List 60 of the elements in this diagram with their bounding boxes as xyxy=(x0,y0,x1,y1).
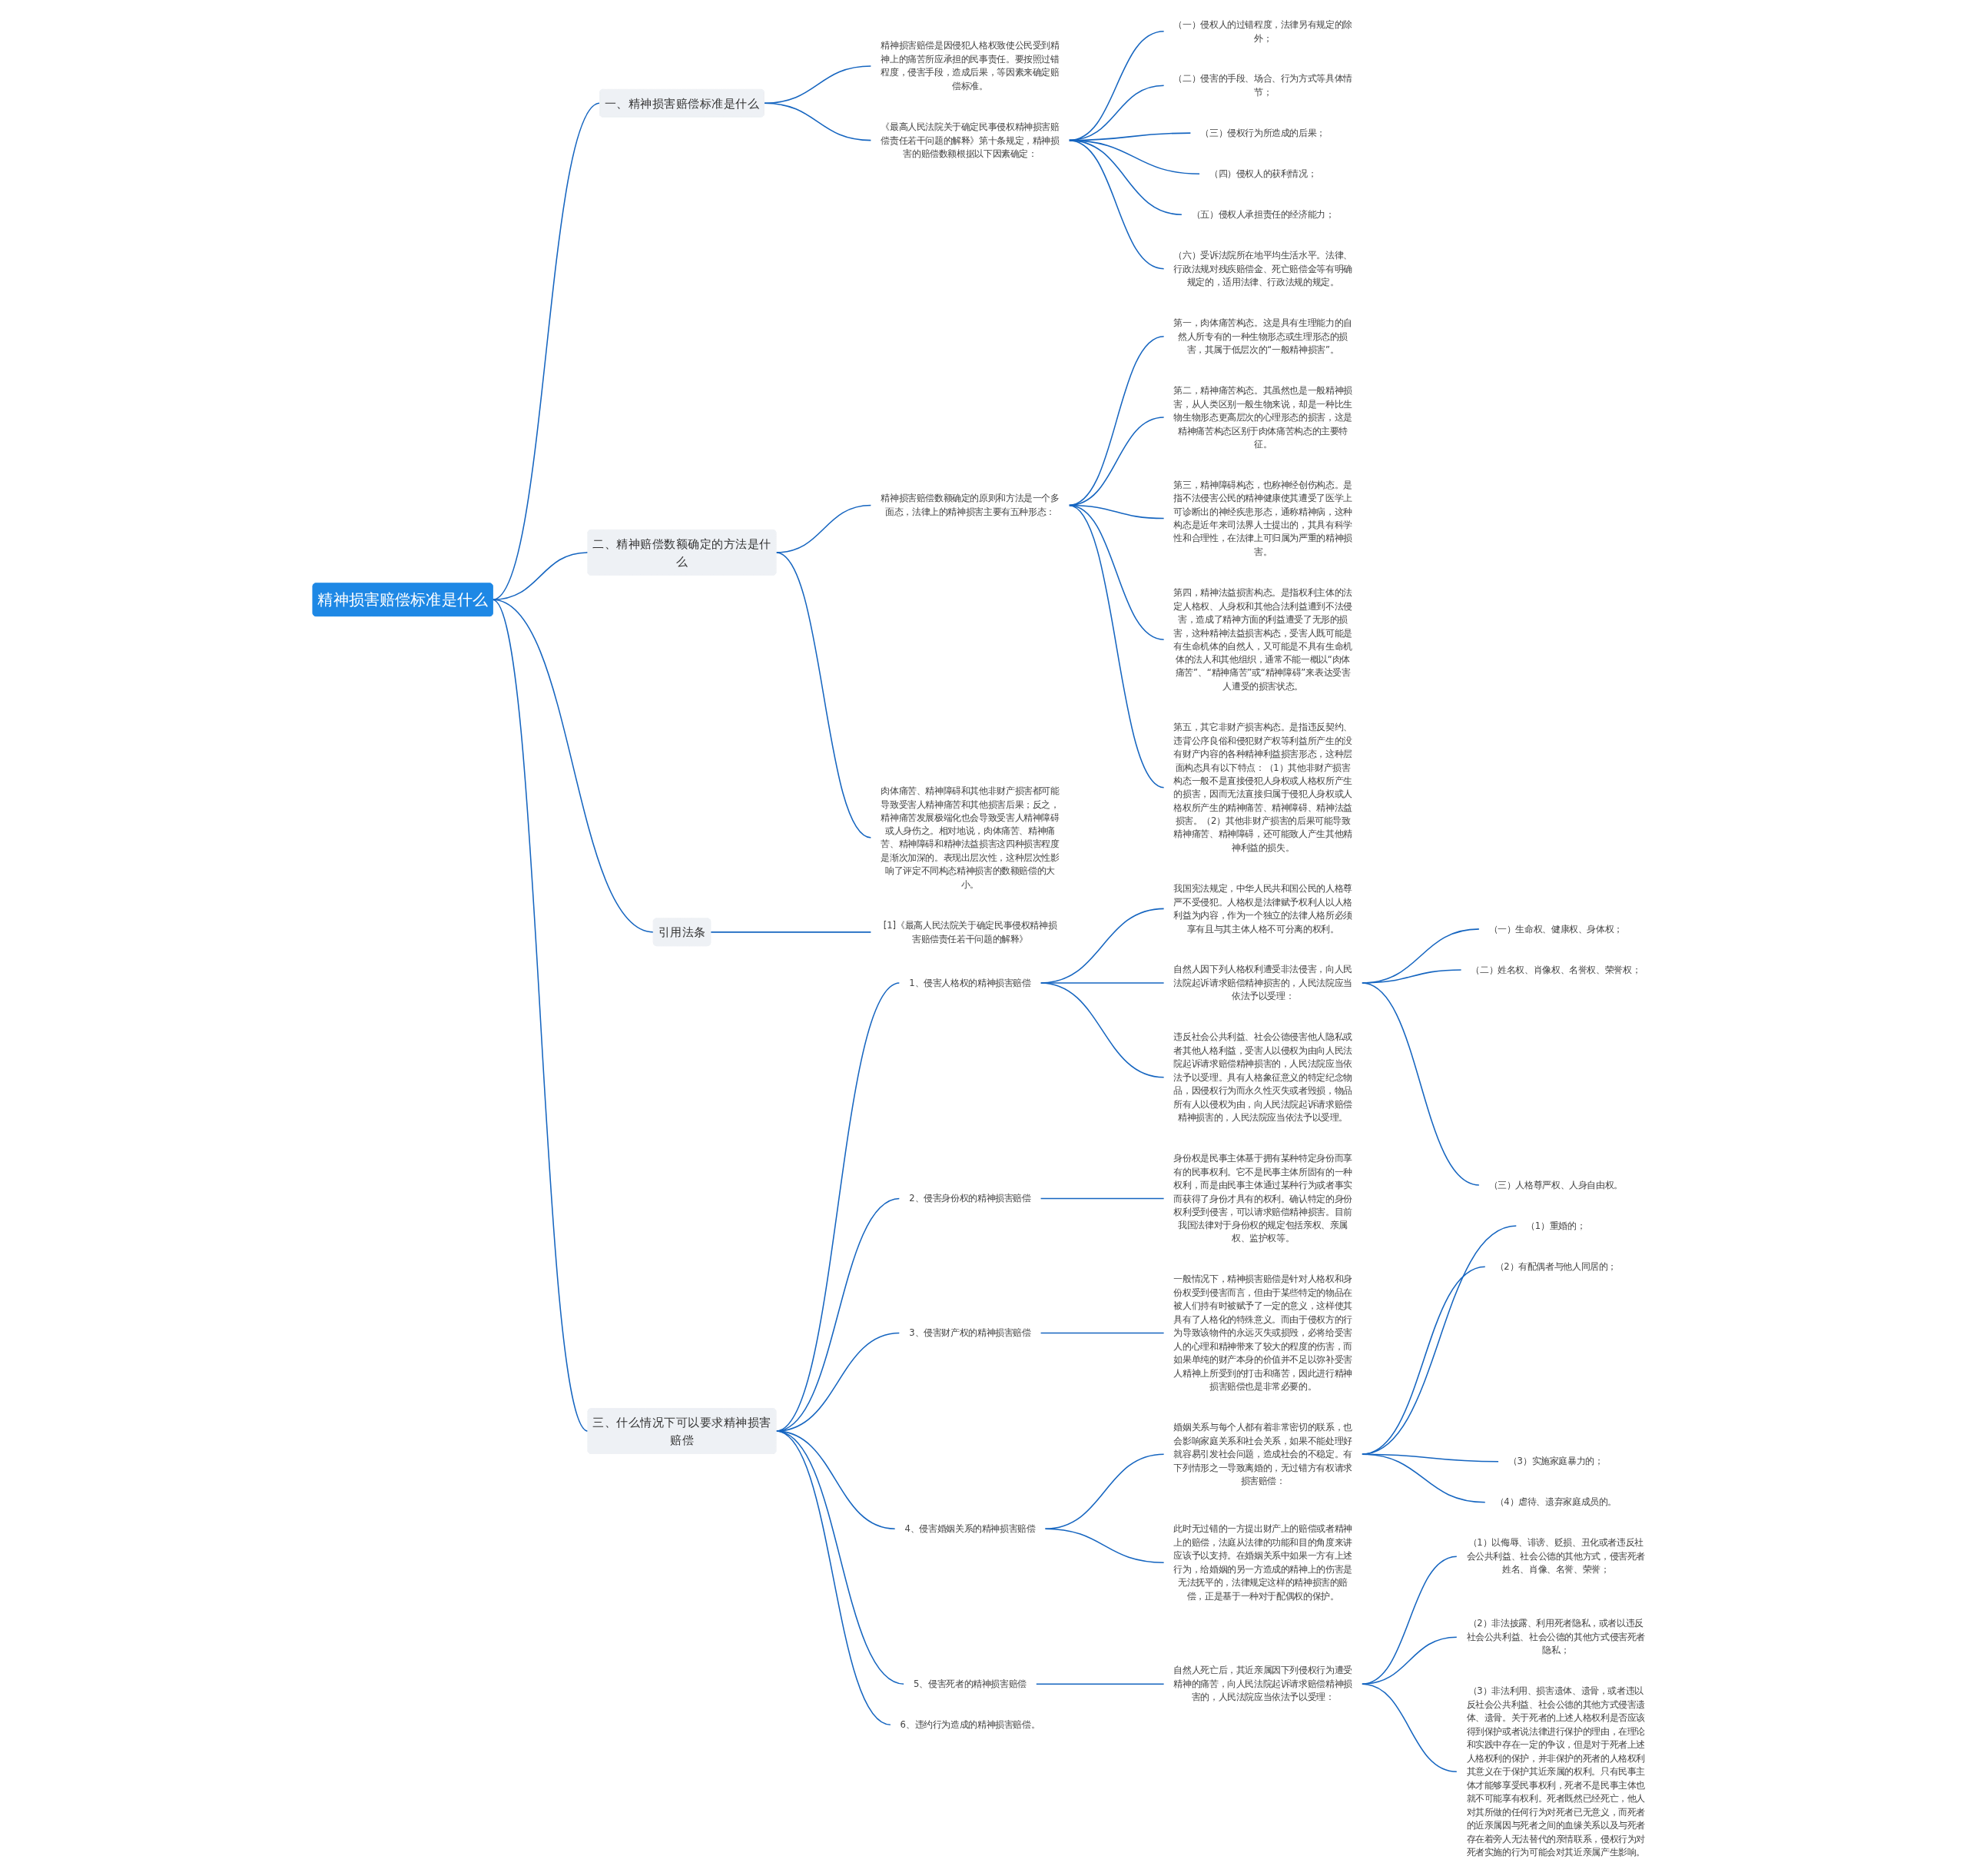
node-text: （4）虐待、遗弃家庭成员的。 xyxy=(1494,1496,1617,1508)
connector xyxy=(775,551,872,838)
node-text: （六）受诉法院所在地平均生活水平。法律、行政法规对残疾赔偿金、死亡赔偿金等有明确规定的，适用法律、行政法规的规定。 xyxy=(1173,249,1352,287)
node-text: 2、侵害身份权的精神损害赔偿 xyxy=(908,1192,1031,1204)
connector xyxy=(763,102,872,141)
node-text: （1）重婚的； xyxy=(1525,1220,1586,1231)
node-text: 身份权是民事主体基于拥有某种特定身份而享有的民事权利。它不是民事主体所固有的一种权利，而是由民事主体通过某种行为或者事实而获得了身份才具有的权利。确认特定的身份权利受到侵害，可以请求赔偿精神损害。目前我国法律对于身份权的规定包括亲权、亲属权、监护权等。 xyxy=(1173,1152,1352,1244)
node-text: 1、侵害人格权的精神损害赔偿 xyxy=(908,977,1031,988)
node-text: 一般情况下，精神损害赔偿是针对人格权和身份权受到侵害而言，但由于某些特定的物品在被人们持有时被赋予了一定的意义，这样使其具有了人格化的特殊意义。而由于侵权方的行为导致该物件的永远灭失或损毁，必将给受害人的心理和精神带来了较大的程度的伤害，而如果单纯的财产本身的价值并不足以弥补受害人精神上所受到的打击和痛苦，因此进行精神损害赔偿也是非常必要的。 xyxy=(1173,1273,1352,1392)
node-text: 肉体痛苦、精神障碍和其他非财产损害都可能导致受害人精神痛苦和其他损害后果；反之，精神痛苦发展极端化也会导致受害人精神障碍或人身伤之。相对地说，肉体痛苦、精神痛苦、精神障碍和精神法益损害这四种损害程度是渐次加深的。表现出层次性，这种层次性影响了评定不同构态精神损害的数额赔偿的大小。 xyxy=(880,785,1060,890)
node-text: 5、侵害死者的精神损害赔偿 xyxy=(913,1678,1027,1689)
connector xyxy=(709,931,872,933)
node-text: 违反社会公共利益、社会公德侵害他人隐私或者其他人格利益，受害人以侵权为由向人民法院起诉请求赔偿精神损害的，人民法院应当依法予以受理。具有人格象征意义的特定纪念物品，因侵权行为而永久性灭失或者毁损，物品所有人以侵权为由，向人民法院起诉请求赔偿精神损害的，人民法院应当依法予以受理。 xyxy=(1173,1031,1352,1123)
node-text: [1]《最高人民法院关于确定民事侵权精神损害赔偿责任若干问题的解释》 xyxy=(883,919,1056,944)
connector xyxy=(1361,1555,1458,1685)
node-text: 《最高人民法院关于确定民事侵权精神损害赔偿责任若干问题的解释》第十条规定，精神损害的赔偿数额根据以下因素确定： xyxy=(880,121,1060,159)
connector xyxy=(1068,139,1165,270)
node-text: （三）侵权行为所造成的后果； xyxy=(1199,127,1325,138)
node-text: （三）人格尊严权、人身自由权。 xyxy=(1488,1179,1623,1190)
connector xyxy=(1361,981,1480,1186)
node-text: 4、侵害婚姻关系的精神损害赔偿 xyxy=(904,1522,1036,1534)
node-text: 第三，精神障碍构态，也称神经创伤构态。是指不法侵害公民的精神健康使其遭受了医学上可诊断出的神经疾患形态，通称精神病，这种构态是近年来司法界人士提出的，其具有科学性和合理性，在法律上可归属为严重的精神损害。 xyxy=(1173,479,1352,557)
connector xyxy=(1035,1682,1165,1685)
node-text: 第一，肉体痛苦构态。这是具有生理能力的自然人所专有的一种生物形态或生理形态的损害，其属于低层次的“一般精神损害”。 xyxy=(1173,317,1352,355)
node-text: （3）实施家庭暴力的； xyxy=(1508,1456,1604,1466)
connector xyxy=(492,551,589,600)
node-text: （一）生命权、健康权、身体权； xyxy=(1488,923,1623,935)
connector xyxy=(1361,1682,1458,1772)
node-text: 精神损害赔偿是因侵犯人格权致使公民受到精神上的痛苦所应承担的民事责任。要按照过错程度，侵害手段，造成后果，等因素来确定赔偿标准。 xyxy=(880,40,1060,91)
node-text: 第五，其它非财产损害构态。是指违反契约、违背公序良俗和侵犯财产权等利益所产生的没有财产内容的各种精神利益损害形态，这种层面构态具有以下特点：（1）其他非财产损害构态一般不是直接侵犯人身权或人格权所产生的损害，因而无法直接归属于侵犯人身权或人格权所产生的精神痛苦、精神障碍、精神法益损害。（2）其他非财产损害的后果可能导致精神痛苦、精神障碍，还可能致人产生其他精神利益的损失。 xyxy=(1173,721,1352,853)
connector xyxy=(492,102,601,600)
node-text: （2）有配偶者与他人同居的； xyxy=(1494,1260,1617,1272)
node-text: （五）侵权人承担责任的经济能力； xyxy=(1191,208,1335,220)
connector xyxy=(1068,335,1165,506)
node-text: 精神损害赔偿数额确定的原则和方法是一个多面态，法律上的精神损害主要有五种形态： xyxy=(880,493,1060,517)
node-text: （2）非法披露、利用死者隐私，或者以违反社会公共利益、社会公德的其他方式侵害死者隐私； xyxy=(1466,1618,1645,1655)
node-text: 3、侵害财产权的精神损害赔偿 xyxy=(908,1326,1031,1338)
node-text: （四）侵权人的获利情况； xyxy=(1209,168,1317,179)
node-text: （1）以侮辱、诽谤、贬损、丑化或者违反社会公共利益、社会公德的其他方式，侵害死者姓名、肖像、名誉、荣誉； xyxy=(1466,1537,1645,1575)
node-text: 婚姻关系与每个人都有着非常密切的联系，也会影响家庭关系和社会关系，如果不能处理好就容易引发社会问题，造成社会的不稳定。有下列情形之一导致离婚的，无过错方有权请求损害赔偿： xyxy=(1173,1421,1352,1486)
node-text: （3）非法利用、损害遗体、遗骨，或者违以反社会公共利益、社会公德的其他方式侵害遗体、遗骨。关于死者的上述人格权利是否应该得到保护或者说法律进行保护的理由，在理论和实践中存在一定的争议，但是对于死者上述人格权利的保护，并非保护的死者的人格权利其意义在于保护其近亲属的权利。只有民事主体才能够享受民事权利，死者不是民事主体也就不可能享有权利。死者既然已经死亡，他人对其所做的任何行为对死者已无意义，而死者的近亲属因与死者之间的血缘关系以及与死者存在着旁人无法替代的亲情联系，侵权行为对死者实施的行为可能会对其近亲属产生影响。 xyxy=(1466,1685,1645,1858)
node-text: 此时无过错的一方提出财产上的赔偿或者精神上的赔偿，法庭从法律的功能和目的角度来讲应该予以支持。在婚姻关系中如果一方有上述行为，给婚姻的另一方造成的精神上的伤害是无法抚平的，法律规定这样的精神损害的赔偿，正是基于一种对于配偶权的保护。 xyxy=(1173,1522,1352,1602)
connector xyxy=(1361,1635,1458,1685)
connector xyxy=(1040,981,1165,1078)
connector xyxy=(1043,1527,1165,1563)
node-text: （一）侵权人的过错程度，法律另有规定的除外； xyxy=(1173,18,1352,43)
connector xyxy=(492,599,589,1432)
node-text: 6、违约行为造成的精神损害赔偿。 xyxy=(900,1718,1040,1730)
node-text: 自然人死亡后，其近亲属因下列侵权行为遭受精神的痛苦，向人民法院起诉请求赔偿精神损害的，人民法院应当依法予以受理： xyxy=(1173,1665,1352,1702)
node-text: 第四，精神法益损害构态。是指权利主体的法定人格权、人身权和其他合法利益遭到不法侵害，造成了精神方面的利益遭受了无形的损害，这种精神法益损害构态，受害人既可能是有生命机体的自然人，又可能是不具有生命机体的法人和其他组织，通常不能一概以“肉体痛苦”、“精神痛苦”或“精神障碍”来表达受害人遭受的损害状态。 xyxy=(1173,586,1352,692)
node-text: （二）姓名权、肖像权、名誉权、荣誉权； xyxy=(1471,964,1640,975)
node-text: 我国宪法规定，中华人民共和国公民的人格尊严不受侵犯。人格权是法律赋予权利人以人格利益为内容，作为一个独立的法律人格所必须享有且与其主体人格不可分离的权利。 xyxy=(1173,882,1352,934)
connector xyxy=(1068,504,1165,788)
node-text: （二）侵害的手段、场合、行为方式等具体情节； xyxy=(1173,72,1352,98)
connector xyxy=(763,65,872,104)
connector xyxy=(1040,1197,1165,1199)
connector xyxy=(1361,1453,1486,1502)
node-text: 第二，精神痛苦构态。其虽然也是一般精神损害，从人类区别一般生物来说，却是一种比生物生物形态更高层次的心理形态的损害，这是精神痛苦构态区别于肉体痛苦构态的主要特征。 xyxy=(1173,384,1352,450)
node-text: 自然人因下列人格权利遭受非法侵害，向人民法院起诉请求赔偿精神损害的，人民法院应当依法予以受理： xyxy=(1173,963,1352,1001)
connector xyxy=(1040,1332,1165,1333)
